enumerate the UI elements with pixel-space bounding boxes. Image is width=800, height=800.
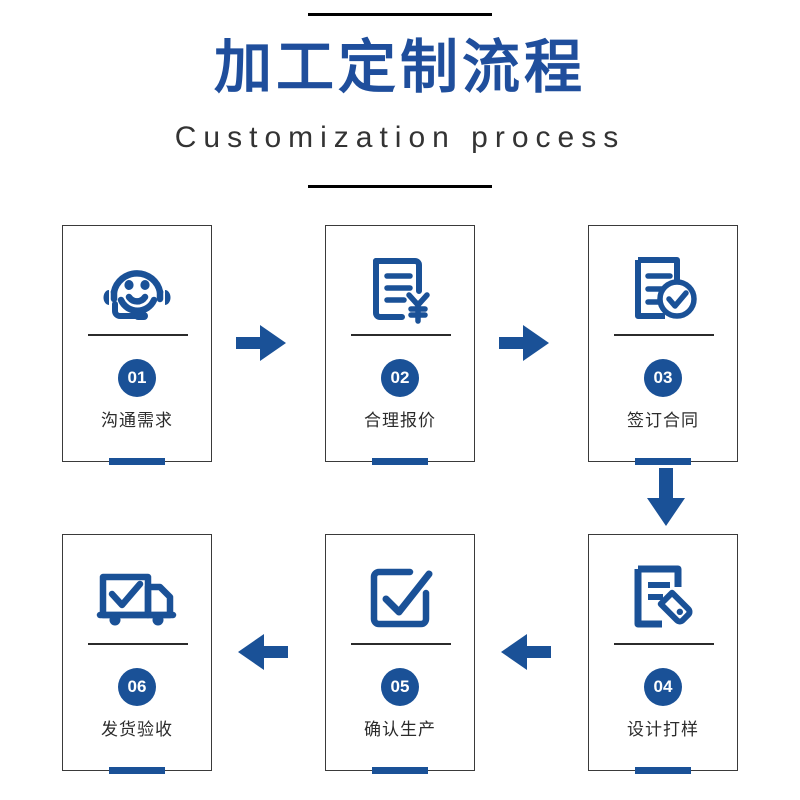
step-label: 合理报价 <box>364 411 436 431</box>
step-label: 沟通需求 <box>101 411 173 431</box>
arrow-left-icon-step5-to-step6 <box>236 631 288 673</box>
step-label: 发货验收 <box>101 720 173 740</box>
arrow-right-icon-step2-to-step3 <box>499 322 551 364</box>
card-divider <box>88 643 188 645</box>
step-card-06[interactable]: 06 发货验收 <box>62 534 212 774</box>
page-title: 加工定制流程 <box>213 33 586 101</box>
card-accent-bar <box>109 458 165 465</box>
card-accent-bar <box>109 767 165 774</box>
card-divider <box>88 334 188 336</box>
checkbox-check-icon <box>326 553 474 643</box>
step-label: 签订合同 <box>627 411 699 431</box>
arrow-down-icon-step3-to-step4 <box>645 468 687 530</box>
step-number-badge: 02 <box>381 359 419 397</box>
card-accent-bar <box>372 458 428 465</box>
card-accent-bar <box>635 458 691 465</box>
page-header: 加工定制流程 Customization process <box>0 0 800 200</box>
quote-document-yen-icon <box>326 244 474 334</box>
card-accent-bar <box>635 767 691 774</box>
step-number-badge: 01 <box>118 359 156 397</box>
step-label: 设计打样 <box>627 720 699 740</box>
step-card-01[interactable]: 01 沟通需求 <box>62 225 212 465</box>
card-divider <box>351 334 451 336</box>
card-divider <box>614 334 714 336</box>
design-tag-document-icon <box>589 553 737 643</box>
bottom-decorative-rule <box>308 185 492 188</box>
card-divider <box>351 643 451 645</box>
arrow-right-icon-step1-to-step2 <box>236 322 288 364</box>
card-accent-bar <box>372 767 428 774</box>
step-number-badge: 05 <box>381 668 419 706</box>
step-card-05[interactable]: 05 确认生产 <box>325 534 475 774</box>
top-decorative-rule <box>308 13 492 16</box>
step-number-badge: 03 <box>644 359 682 397</box>
step-label: 确认生产 <box>364 720 436 740</box>
step-card-04[interactable]: 04 设计打样 <box>588 534 738 774</box>
step-card-02[interactable]: 02 合理报价 <box>325 225 475 465</box>
delivery-truck-check-icon <box>63 553 211 643</box>
arrow-left-icon-step4-to-step5 <box>499 631 551 673</box>
page-subtitle: Customization process <box>174 121 626 154</box>
card-divider <box>614 643 714 645</box>
step-card-03[interactable]: 03 签订合同 <box>588 225 738 465</box>
contract-check-icon <box>589 244 737 334</box>
step-number-badge: 04 <box>644 668 682 706</box>
step-number-badge: 06 <box>118 668 156 706</box>
headset-support-icon <box>63 244 211 334</box>
